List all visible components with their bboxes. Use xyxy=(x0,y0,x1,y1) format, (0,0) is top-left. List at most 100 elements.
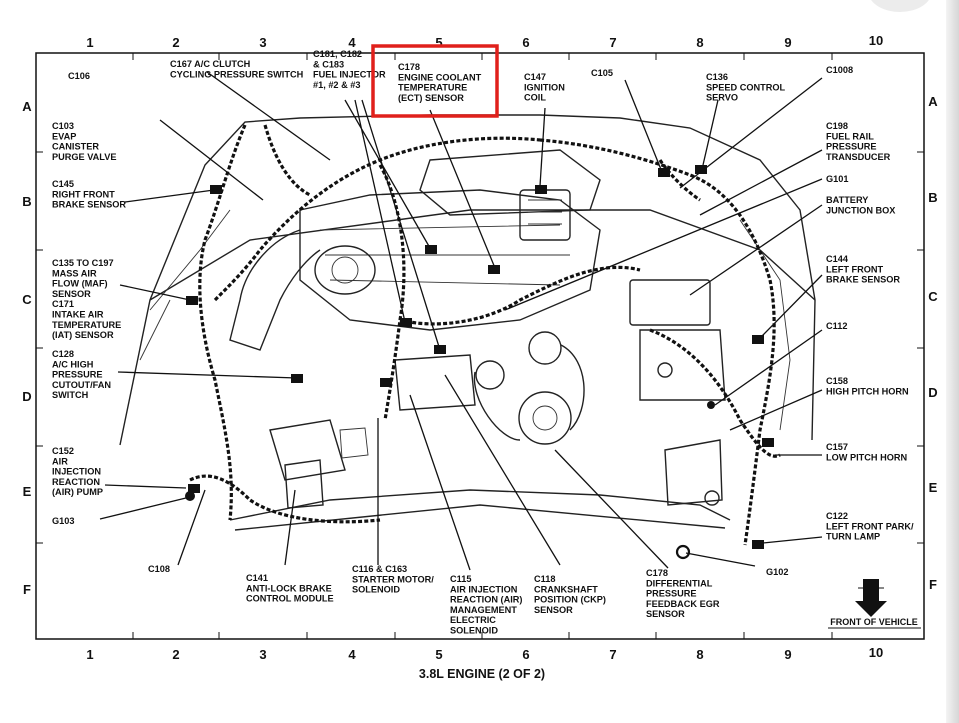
label-line: SENSOR xyxy=(52,289,91,299)
row-ref: C xyxy=(928,289,938,304)
label-line: SOLENOID xyxy=(352,585,400,595)
col-ref: 6 xyxy=(522,35,529,50)
wiring-harness xyxy=(189,124,781,546)
label-line: A/C HIGH xyxy=(52,359,94,369)
col-ref: 5 xyxy=(435,647,442,662)
label-line: C128 xyxy=(52,349,74,359)
label-line: SPEED CONTROL xyxy=(706,82,786,92)
label-line: SENSOR xyxy=(534,605,573,615)
connector xyxy=(658,168,670,177)
leader-c122 xyxy=(762,536,823,544)
label-line: C122 xyxy=(826,511,848,521)
connector-c112 xyxy=(707,401,715,409)
connector xyxy=(400,318,412,327)
label-line: AIR INJECTION xyxy=(450,584,518,594)
leader-c178-ect xyxy=(429,109,496,269)
label-line: HIGH PITCH HORN xyxy=(826,386,909,396)
alternator-pulley xyxy=(528,331,562,365)
label-line: ENGINE COOLANT xyxy=(398,72,482,82)
label-line: MASS AIR xyxy=(52,268,97,278)
connector xyxy=(695,165,707,174)
label-line: PURGE VALVE xyxy=(52,152,117,162)
connector xyxy=(291,374,303,383)
strut-tower xyxy=(139,209,231,361)
ground-g102 xyxy=(675,544,691,560)
connector xyxy=(425,245,437,254)
bumper-line xyxy=(234,504,726,531)
label-line: G103 xyxy=(52,516,74,526)
col-ref: 8 xyxy=(696,35,703,50)
row-ref: F xyxy=(929,577,937,592)
label-line: C171 xyxy=(52,299,74,309)
column-refs-bottom: 1 2 3 4 5 6 7 8 9 10 xyxy=(86,645,883,662)
label-line: SWITCH xyxy=(52,390,89,400)
cowl-line xyxy=(149,209,816,301)
battery xyxy=(639,329,726,401)
row-ref: A xyxy=(22,99,32,114)
row-ref: A xyxy=(928,94,938,109)
col-ref: 7 xyxy=(609,35,616,50)
label-g101: G101 xyxy=(826,174,848,184)
harness-cross xyxy=(399,265,641,326)
label-line: FUEL INJECTOR xyxy=(313,70,386,80)
label-line: PRESSURE xyxy=(826,142,877,152)
col-ref: 3 xyxy=(259,647,266,662)
col-ref: 9 xyxy=(784,647,791,662)
reservoir xyxy=(664,439,723,506)
label-c112: C112 xyxy=(826,321,847,331)
label-line: CANISTER xyxy=(52,142,99,152)
label-line: C147 xyxy=(524,72,546,82)
col-ref: 8 xyxy=(696,647,703,662)
label-line: C115 xyxy=(450,574,471,584)
col-ref: 2 xyxy=(172,35,179,50)
air-intake-duct xyxy=(229,229,321,351)
col-ref: 5 xyxy=(435,35,442,50)
connector xyxy=(535,185,547,194)
leader-lines xyxy=(99,71,823,571)
label-line: FUEL RAIL xyxy=(826,131,874,141)
label-line: C198 xyxy=(826,121,848,131)
harness-front xyxy=(189,474,381,524)
leader-c181 xyxy=(344,99,441,351)
label-line: C103 xyxy=(52,121,74,131)
leader-c178-dpfe xyxy=(554,449,669,569)
label-line: BATTERY xyxy=(826,195,868,205)
connector xyxy=(188,484,200,493)
label-line: G101 xyxy=(826,174,848,184)
front-label: FRONT OF VEHICLE xyxy=(830,617,918,627)
leader-c118 xyxy=(444,374,561,566)
intake-plenum xyxy=(299,189,601,331)
label-c106: C106 xyxy=(68,71,90,81)
leader-c128 xyxy=(117,371,298,379)
harness-right-side xyxy=(198,124,247,521)
label-line: SENSOR xyxy=(646,609,685,619)
leader-c136 xyxy=(702,99,719,166)
leader-c115 xyxy=(409,394,471,571)
harness-servo xyxy=(658,159,701,202)
label-line: LOW PITCH HORN xyxy=(826,452,908,462)
label-line: C178 xyxy=(398,62,420,72)
label-line: IGNITION xyxy=(524,82,565,92)
leader-c141 xyxy=(284,489,296,566)
col-ref: 3 xyxy=(259,35,266,50)
diagram-frame xyxy=(35,52,925,640)
leader-c158 xyxy=(729,389,823,431)
connector xyxy=(380,378,392,387)
harness-horn xyxy=(649,328,781,458)
label-line: C152 xyxy=(52,446,74,456)
label-line: REACTION xyxy=(52,477,100,487)
label-line: TEMPERATURE xyxy=(398,83,467,93)
label-line: C106 xyxy=(68,71,90,81)
label-line: FLOW (MAF) xyxy=(52,279,108,289)
harness-left-side xyxy=(539,138,776,546)
label-line: PRESSURE xyxy=(52,370,103,380)
leader-battery-jb xyxy=(689,204,823,296)
col-ref: 7 xyxy=(609,647,616,662)
